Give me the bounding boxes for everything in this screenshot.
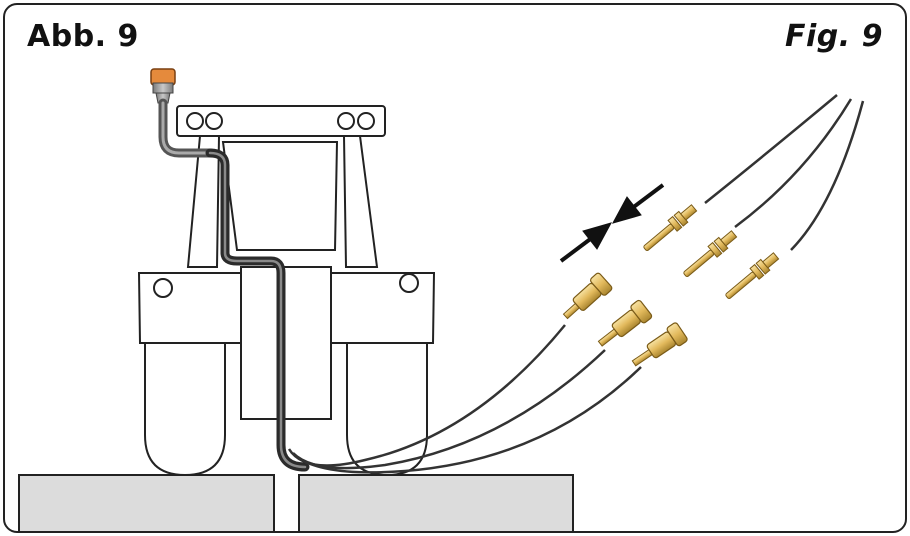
socket-connectors: [562, 272, 688, 367]
wire-3: [296, 366, 642, 474]
compress-arrow-icon: [559, 183, 665, 263]
male-pins: [643, 204, 780, 299]
figure-label-de: Abb. 9: [27, 19, 139, 54]
tractor-wiring-illustration: [18, 68, 865, 531]
cable-bundle: [205, 148, 310, 472]
connector-pin-icon: [631, 322, 688, 367]
wire-2: [292, 349, 606, 470]
figure-label-en: Fig. 9: [785, 19, 883, 54]
wire-6: [790, 100, 865, 251]
roof-light-left-1: [186, 112, 204, 130]
wire-4: [704, 94, 838, 204]
connector-pin-icon: [597, 299, 653, 347]
figure-frame: Abb. 9 Fig. 9: [3, 3, 907, 533]
connector-pin-icon: [725, 252, 780, 299]
connector-pin-icon: [643, 204, 698, 251]
wire-5: [734, 98, 853, 229]
roof-light-right-1: [337, 112, 355, 130]
tractor-body: [137, 105, 436, 477]
beacon-lamp-icon: [150, 68, 216, 158]
connector-pin-icon: [562, 272, 613, 320]
wires: [287, 94, 865, 474]
connector-pin-icon: [683, 230, 738, 277]
roof-light-left-2: [205, 112, 223, 130]
ground-platform: [18, 474, 574, 531]
roof-light-right-2: [357, 112, 375, 130]
